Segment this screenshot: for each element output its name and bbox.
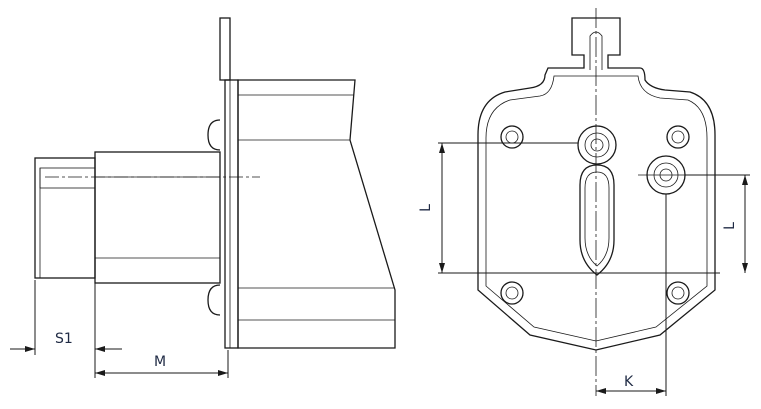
center-boss xyxy=(577,125,617,165)
mounting-tab xyxy=(219,17,231,81)
l-left-label: L xyxy=(417,204,434,212)
s1-label: S1 xyxy=(55,331,73,347)
bump-top xyxy=(207,119,221,151)
front-view xyxy=(438,8,750,396)
k-label: K xyxy=(624,374,634,390)
connector-block xyxy=(34,157,96,279)
side-view xyxy=(10,17,396,378)
slot xyxy=(579,164,615,276)
housing xyxy=(237,79,396,349)
flange-plate xyxy=(224,79,239,349)
bump-bottom xyxy=(207,284,221,316)
l-right-label: L xyxy=(721,222,738,230)
motor-shaft-body xyxy=(94,151,221,284)
m-label: M xyxy=(154,354,167,370)
screw-icons xyxy=(500,125,690,305)
mounting-plate xyxy=(477,17,716,351)
